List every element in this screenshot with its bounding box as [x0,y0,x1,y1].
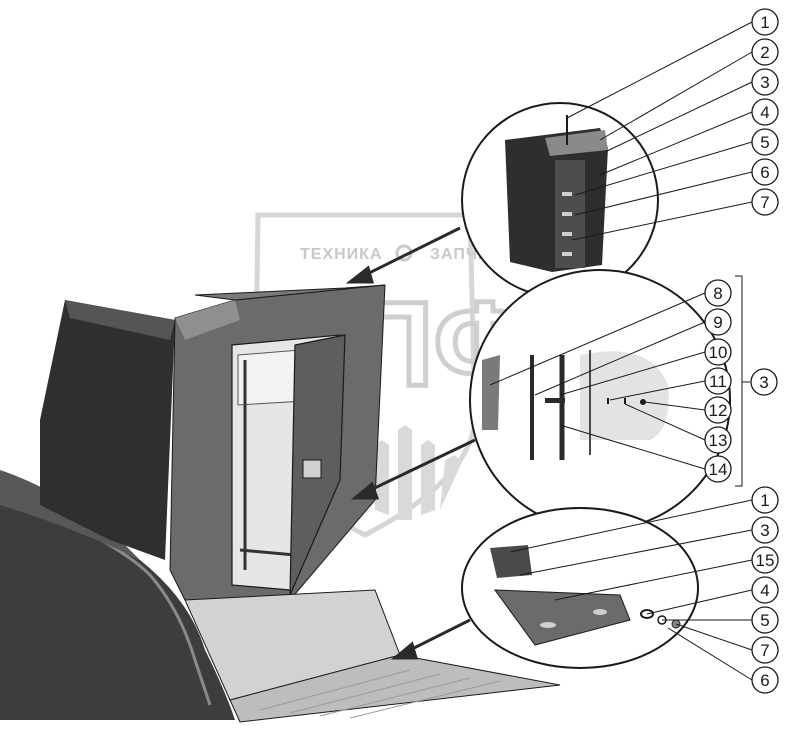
callout-bubble: 3 [751,516,779,544]
callout-label: 3 [760,521,769,540]
callout-bubble: 12 [704,396,732,424]
pointer-arrows [345,226,476,660]
callouts-top: 1 2 3 4 5 6 7 [751,8,779,216]
callout-label: 15 [756,551,775,570]
callout-bubble: 4 [751,576,779,604]
callout-label: 12 [709,401,728,420]
cabinet-body [169,284,386,601]
callout-bubble: 5 [751,606,779,634]
callout-label: 4 [760,103,769,122]
callout-label: 8 [713,284,722,303]
callout-label: 10 [709,343,728,362]
callout-label: 1 [760,491,769,510]
callout-label: 1 [760,13,769,32]
leader-lines [489,21,753,681]
callout-label: 6 [760,163,769,182]
callout-label: 14 [709,460,728,479]
callout-group-bubble: 3 [750,368,778,396]
callout-bubble: 10 [704,338,732,366]
callout-bubble: 1 [751,8,779,36]
callout-label: 2 [760,43,769,62]
cabinet-top-cover [194,284,386,301]
watermark-wheat-icon [352,425,462,520]
callout-label: 11 [709,372,727,391]
detail-circle-top [461,102,659,298]
callout-bubble: 11 [704,367,732,395]
callout-label: 3 [760,73,769,92]
callout-bubble: 2 [751,38,779,66]
callout-bubble: 6 [751,666,779,694]
callout-bubble: 15 [751,546,779,574]
callouts-bottom: 1 3 15 4 5 7 6 [751,486,779,694]
callout-bubble: 1 [751,486,779,514]
callout-group-label: 3 [759,373,768,392]
checker-plate [229,654,561,723]
cabin-side-wall [40,300,175,560]
callout-label: 5 [760,611,769,630]
callout-label: 9 [713,313,722,332]
callout-label: 7 [760,641,769,660]
callout-bubble: 8 [704,279,732,307]
callout-bubble: 4 [751,98,779,126]
callout-bubble: 13 [704,426,732,454]
detail-circle-middle [469,269,731,531]
step-plate [184,589,561,723]
callout-label: 5 [760,133,769,152]
callout-bubble: 3 [751,68,779,96]
callout-label: 13 [709,431,728,450]
callout-bubble: 14 [704,455,732,483]
callout-label: 4 [760,581,769,600]
callout-bubble: 7 [751,636,779,664]
watermark-left-word: ТЕХНИКА [300,246,383,263]
callout-label: 7 [760,193,769,212]
callout-bubble: 6 [751,158,779,186]
callout-bubble: 9 [704,308,732,336]
detail-circle-bottom [461,507,699,669]
callouts-middle: 8 9 10 11 12 13 14 3 [704,279,778,483]
callout-label: 6 [760,671,769,690]
callout-bubble: 5 [751,128,779,156]
door-lock [302,459,322,479]
checker-pattern [259,669,501,719]
callout-bubble: 7 [751,188,779,216]
